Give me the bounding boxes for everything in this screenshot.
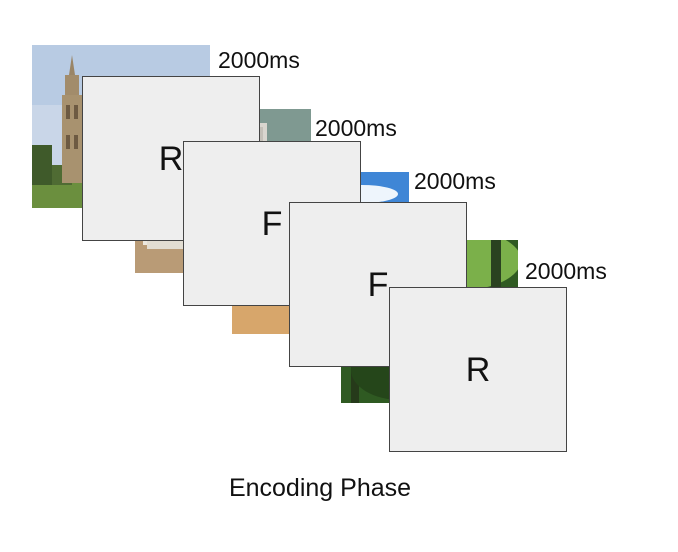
card-letter: R [158,139,184,178]
duration-label: 2000ms [218,47,300,73]
card-letter: R [465,350,491,389]
card-letter: F [261,204,283,243]
card-letter: F [367,265,389,304]
duration-label: 2000ms [525,258,607,284]
duration-label: 2000ms [414,168,496,194]
phase-caption: Encoding Phase [228,474,412,502]
stimulus-card-4: R [389,287,567,452]
duration-label: 2000ms [315,115,397,141]
